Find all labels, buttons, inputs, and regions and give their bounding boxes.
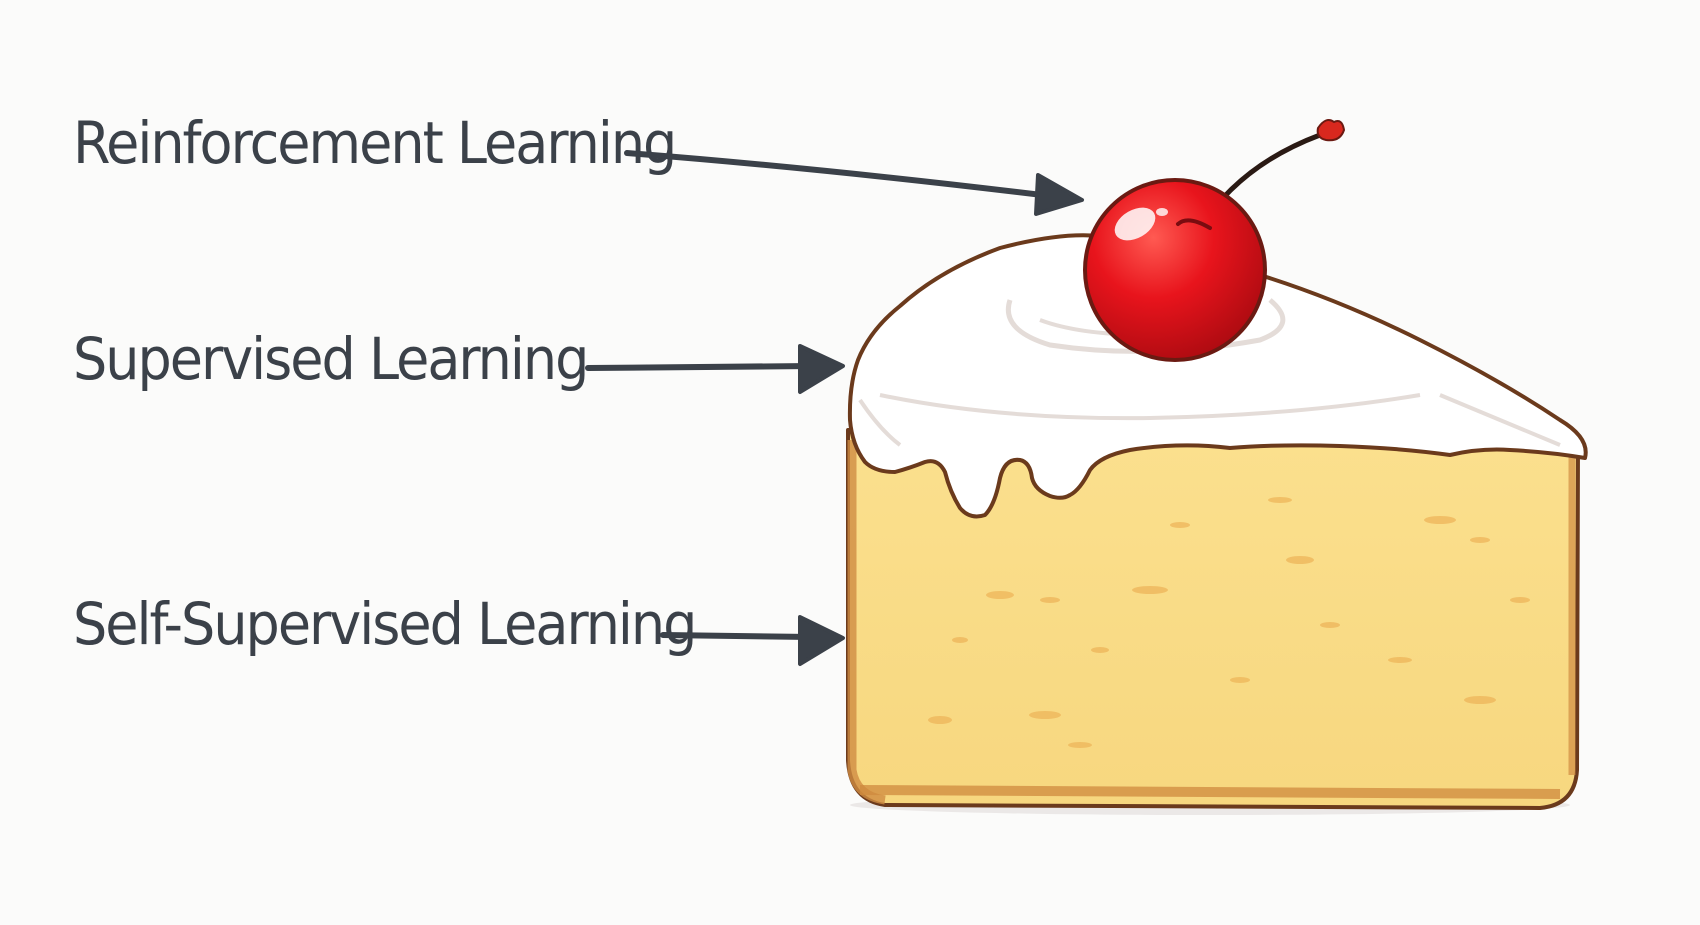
arrow-supervised bbox=[585, 344, 845, 394]
label-reinforcement-learning: Reinforcement Learning bbox=[73, 109, 677, 178]
cherry bbox=[1083, 119, 1346, 362]
arrow-self-supervised bbox=[660, 615, 845, 666]
arrow-reinforcement bbox=[624, 150, 1084, 216]
label-supervised-learning: Supervised Learning bbox=[73, 325, 589, 394]
cake-sponge bbox=[846, 428, 1580, 810]
label-self-supervised-learning: Self-Supervised Learning bbox=[73, 590, 697, 659]
